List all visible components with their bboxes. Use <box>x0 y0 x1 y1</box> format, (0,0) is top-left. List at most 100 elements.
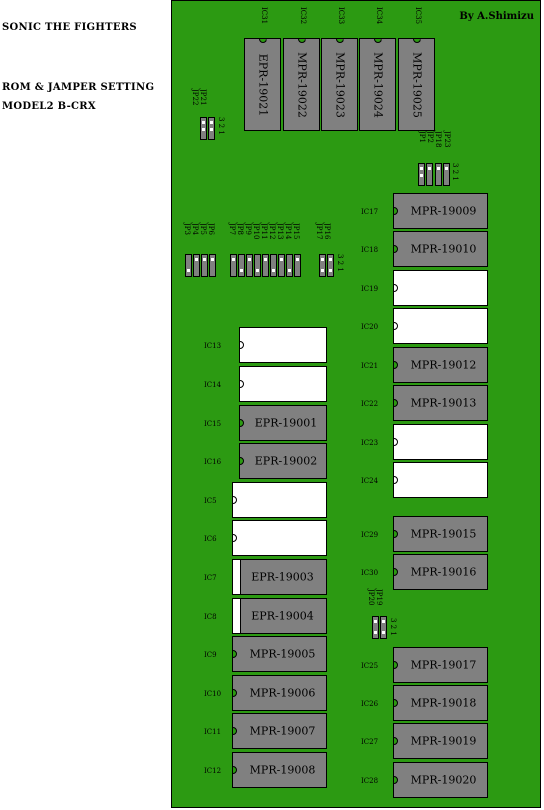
jumper-block <box>201 254 208 277</box>
jumper-pin <box>437 167 440 170</box>
jumper-block <box>372 616 379 639</box>
chip-label: EPR-19002 <box>254 454 318 468</box>
ic-label: IC5 <box>204 497 217 505</box>
jumper-pin <box>288 269 291 272</box>
jumper-block <box>200 117 207 140</box>
jumper-block <box>193 254 200 277</box>
ic-label: IC30 <box>361 569 379 577</box>
jumper-pin <box>202 121 205 124</box>
jumper-pin <box>210 128 213 131</box>
ic-label: IC12 <box>204 767 222 775</box>
jumper-block <box>209 254 216 277</box>
jumper-label: JP10 <box>252 223 260 240</box>
jumper-pin <box>329 258 332 261</box>
jumper-pin <box>210 121 213 124</box>
jumper-block <box>185 254 192 277</box>
jumper-block <box>443 163 450 186</box>
jumper-block <box>418 163 425 186</box>
chip-label: MPR-19009 <box>410 204 477 218</box>
chip-label: MPR-19008 <box>249 763 316 777</box>
chip-label: MPR-19019 <box>410 734 477 748</box>
rom-chip <box>232 482 327 518</box>
rom-chip: MPR-19015 <box>393 516 488 552</box>
jumper-label: JP8 <box>236 223 244 235</box>
jumper-label: JP13 <box>276 223 284 240</box>
jumper-label: JP1 <box>418 131 426 143</box>
jumper-pin <box>382 631 385 634</box>
rom-chip-vertical: MPR-19025 <box>398 38 435 131</box>
chip-label: MPR-19016 <box>410 565 477 579</box>
ic-label: IC8 <box>204 613 217 621</box>
ic-label: IC19 <box>361 285 379 293</box>
rom-chip-vertical: MPR-19024 <box>359 38 396 131</box>
jumper-pin <box>202 128 205 131</box>
jumper-label: JP14 <box>284 223 292 240</box>
rom-chip: MPR-19020 <box>393 762 488 798</box>
jumper-block <box>208 117 215 140</box>
jumper-block <box>319 254 326 277</box>
ic-label: IC14 <box>204 381 222 389</box>
chip-notch <box>233 496 237 504</box>
rom-chip <box>239 327 327 363</box>
chip-label: MPR-19007 <box>249 724 316 738</box>
chip-notch <box>240 380 244 388</box>
jumper-pin <box>248 258 251 261</box>
chip-label: EPR-19004 <box>251 609 314 623</box>
jumper-pin <box>187 269 190 272</box>
jumper-label: JP19 <box>375 589 383 606</box>
chip-notch <box>394 438 398 446</box>
chip-notch <box>412 39 421 43</box>
chip-notch <box>240 341 244 349</box>
rom-chip-vertical: MPR-19022 <box>283 38 320 131</box>
rom-chip: MPR-19018 <box>393 685 488 721</box>
pin-number-label: 3 2 1 <box>217 117 225 135</box>
pin-number-label: 3 2 1 <box>389 618 397 636</box>
chip-label: MPR-19025 <box>410 51 423 118</box>
rom-chip <box>239 366 327 402</box>
jumper-block <box>380 616 387 639</box>
jumper-pin <box>256 269 259 272</box>
jumper-label: JP2 <box>426 131 434 143</box>
jumper-label: JP18 <box>434 131 442 148</box>
rom-chip <box>393 424 488 460</box>
ic-label: IC15 <box>204 420 222 428</box>
ic-label: IC18 <box>361 246 379 254</box>
chip-notch <box>233 534 237 542</box>
chip-label: MPR-19018 <box>410 696 477 710</box>
ic-label: IC6 <box>204 535 217 543</box>
jumper-block <box>278 254 285 277</box>
rom-chip-vertical: EPR-19021 <box>244 38 281 131</box>
rom-chip: MPR-19006 <box>232 675 327 711</box>
setting-title: ROM & JAMPER SETTING <box>2 82 155 93</box>
jumper-pin <box>272 269 275 272</box>
author-credit: By A.Shimizu <box>459 11 534 22</box>
chip-label: MPR-19010 <box>410 242 477 256</box>
chip-label: MPR-19023 <box>333 51 346 118</box>
chip-label: EPR-19003 <box>251 570 314 584</box>
rom-chip <box>393 270 488 306</box>
chip-notch <box>373 39 382 43</box>
chip-label: MPR-19006 <box>249 686 316 700</box>
rom-chip: MPR-19012 <box>393 347 488 383</box>
jumper-pin <box>445 167 448 170</box>
ic-label: IC24 <box>361 477 379 485</box>
chip-notch <box>394 284 398 292</box>
socket-white-strip <box>232 598 241 634</box>
jumper-label: JP21 <box>199 89 207 106</box>
board-model-title: MODEL2 B-CRX <box>2 101 96 112</box>
jumper-label: JP3 <box>183 223 191 235</box>
jumper-label: JP20 <box>367 589 375 606</box>
jumper-pin <box>211 258 214 261</box>
jumper-pin <box>374 620 377 623</box>
rom-chip: MPR-19009 <box>393 193 488 229</box>
jumper-block <box>238 254 245 277</box>
pin-number-label: 3 2 1 <box>336 254 344 272</box>
ic-label: IC35 <box>414 7 422 25</box>
jumper-block <box>286 254 293 277</box>
jumper-block <box>294 254 301 277</box>
ic-label: IC11 <box>204 728 222 736</box>
chip-label: MPR-19005 <box>249 647 316 661</box>
chip-label: MPR-19012 <box>410 358 477 372</box>
jumper-pin <box>374 631 377 634</box>
